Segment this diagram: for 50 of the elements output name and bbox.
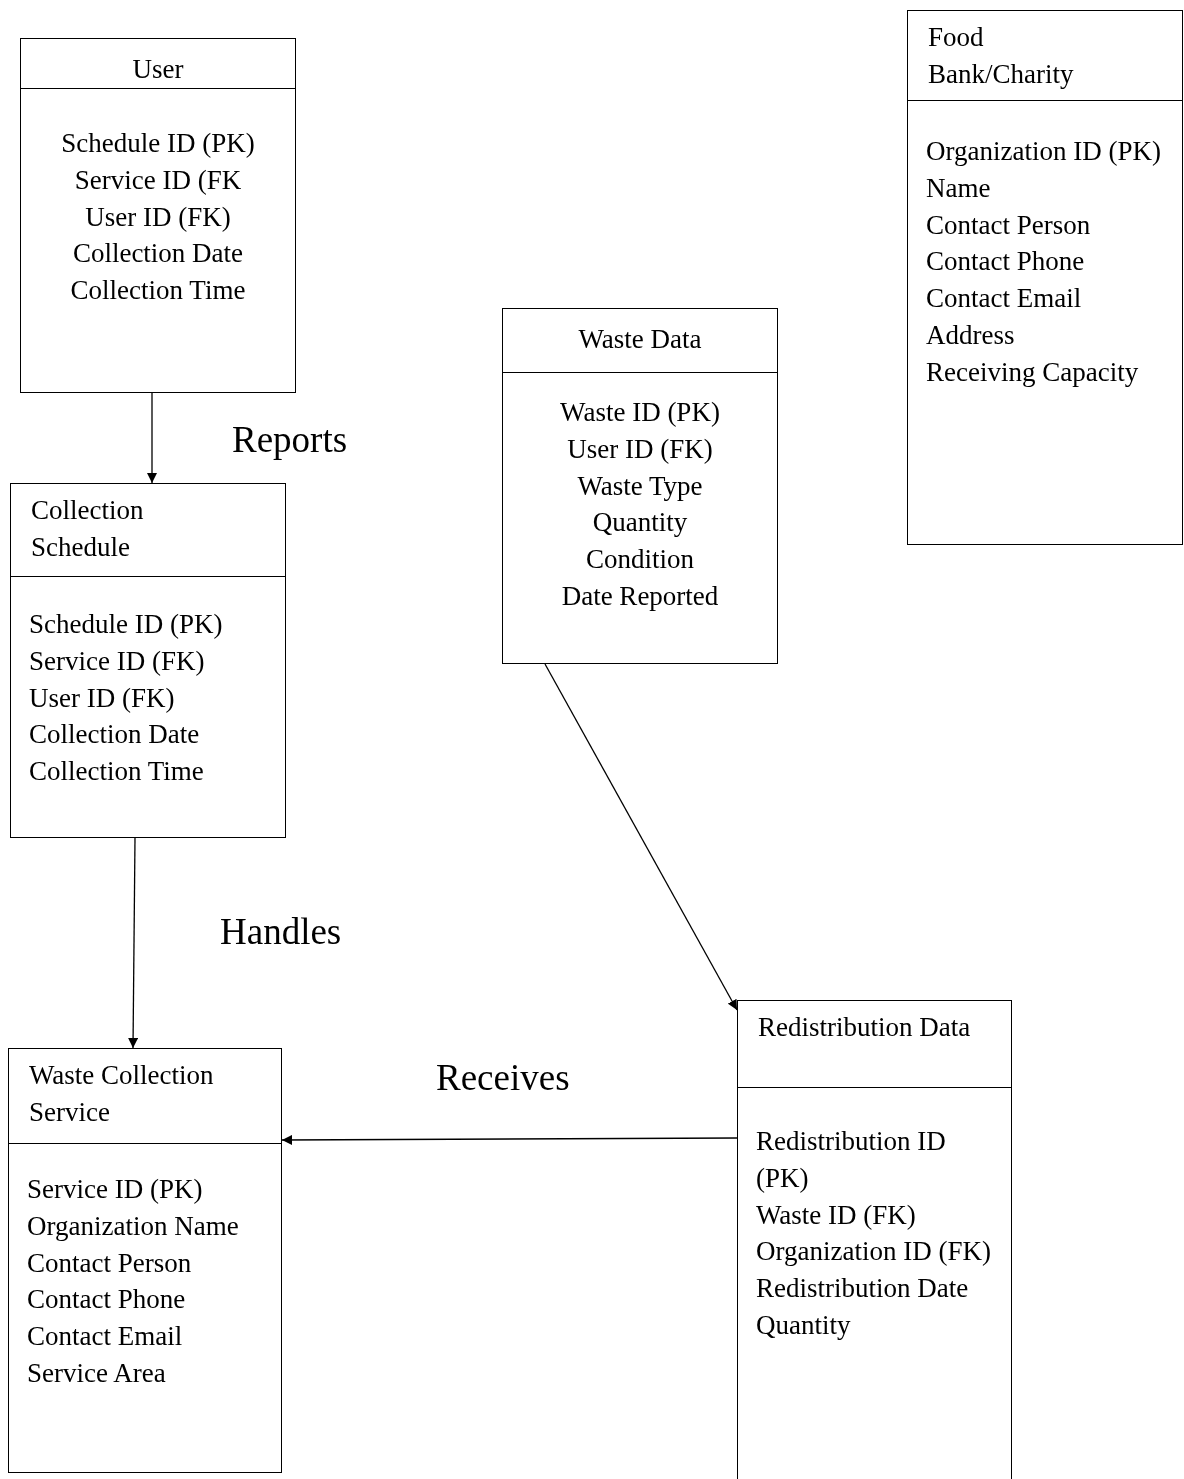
attribute-text: Date Reported	[560, 580, 720, 613]
attribute-text: Contact Email	[926, 282, 1083, 316]
attribute-text: Contact Phone	[27, 1283, 187, 1317]
arrow	[544, 663, 738, 1011]
attribute-text: Quantity	[591, 506, 689, 540]
attribute-text: Organization ID (FK)	[756, 1235, 992, 1269]
attribute-text: Redistribution Date	[756, 1272, 970, 1306]
attribute-text: Address	[926, 319, 1016, 352]
entity-name: Food Bank/Charity	[928, 21, 1075, 91]
attribute-text: Receiving Capacity	[926, 355, 1140, 389]
attribute-text: Quantity	[756, 1309, 852, 1342]
arrow	[281, 1134, 738, 1145]
attribute-text: Schedule ID (PK)	[60, 127, 256, 160]
attribute-text: Service ID (FK)	[29, 644, 206, 678]
entity-name: Waste Data	[578, 323, 702, 356]
entity-box	[10, 483, 286, 838]
entity-name: Collection Schedule	[31, 494, 145, 564]
entity-box	[502, 308, 778, 664]
attribute-text: Schedule ID (PK)	[29, 608, 224, 641]
attribute-text: Name	[926, 171, 992, 205]
attribute-text: Waste ID (PK)	[559, 396, 721, 429]
attribute-text: Contact Phone	[926, 245, 1086, 279]
attribute-text: Contact Person	[27, 1246, 193, 1280]
entity-name: User	[132, 53, 184, 86]
attribute-text: Organization ID (PK)	[926, 135, 1162, 168]
entity-name: Waste Collection Service	[29, 1059, 215, 1129]
attribute-text: User ID (FK)	[566, 432, 714, 466]
arrow	[147, 392, 157, 484]
entity-box	[737, 1000, 1012, 1479]
attribute-text: Service Area	[27, 1357, 167, 1390]
entity-box	[907, 10, 1183, 545]
attribute-text: Collection Date	[29, 718, 201, 752]
attribute-text: Organization Name	[27, 1209, 240, 1243]
entity-name: Redistribution Data	[758, 1011, 972, 1044]
attribute-text: Collection Date	[71, 237, 245, 271]
attribute-text: Waste ID (FK)	[756, 1198, 917, 1232]
attribute-text: Collection Time	[29, 755, 205, 789]
attribute-text: Service ID (FK	[73, 163, 243, 197]
entity-box	[20, 38, 296, 393]
attribute-text: User ID (FK)	[29, 681, 176, 715]
attribute-text: Contact Email	[27, 1320, 184, 1354]
arrow	[128, 837, 139, 1049]
attribute-text: Contact Person	[926, 208, 1092, 242]
attribute-text: User ID (FK)	[84, 200, 232, 234]
attribute-text: Service ID (PK)	[27, 1173, 204, 1206]
entity-box	[8, 1048, 282, 1473]
attribute-text: Waste Type	[576, 469, 704, 503]
attribute-text: Redistribution ID (PK)	[756, 1125, 947, 1195]
attribute-text: Condition	[585, 543, 695, 577]
attribute-text: Collection Time	[69, 274, 247, 308]
